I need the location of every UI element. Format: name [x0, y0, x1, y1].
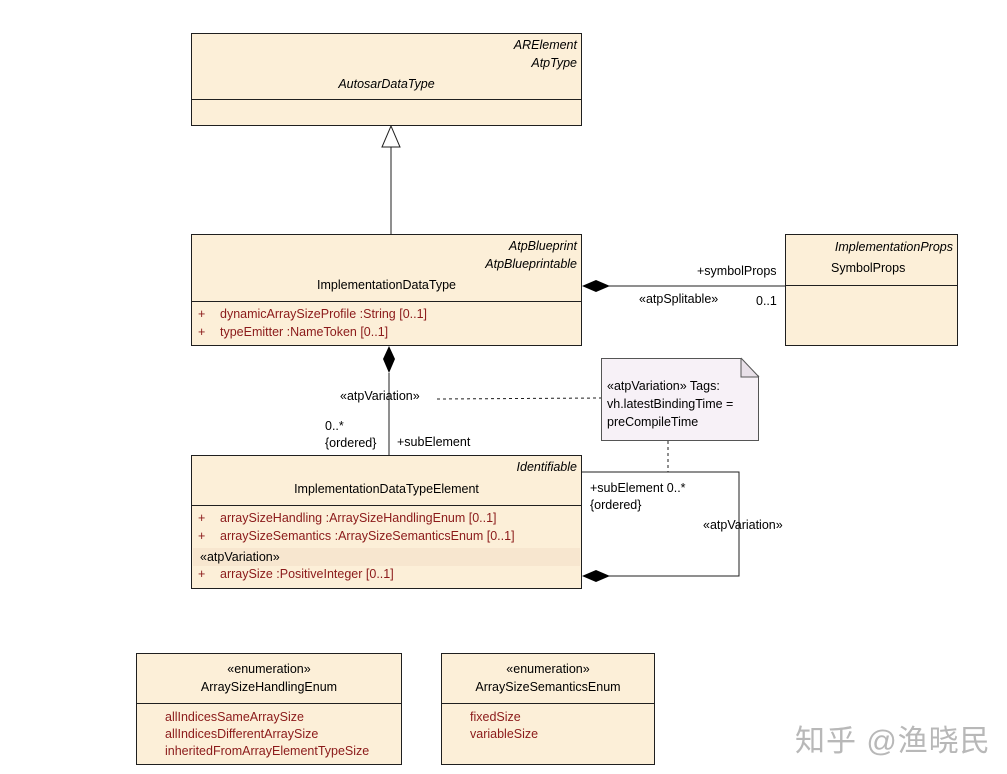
enum-name: ArraySizeSemanticsEnum — [475, 680, 621, 694]
class-name: AutosarDataType — [338, 77, 435, 91]
note-anchor-line-1 — [436, 397, 602, 400]
stereotype-identifiable: Identifiable — [516, 460, 577, 474]
stereotype-atptype: AtpType — [531, 56, 577, 70]
generalization-arrowhead — [381, 124, 401, 148]
atp-variation-label-2: «atpVariation» — [703, 518, 783, 532]
symbol-props-composition-diamond — [582, 280, 610, 292]
stereotype-atpblueprintable: AtpBlueprintable — [485, 257, 577, 271]
sub-element-multiplicity: 0..* — [325, 419, 344, 433]
attribute-row: +arraySize :PositiveInteger [0..1] — [198, 567, 394, 581]
self-sub-element-ordered: {ordered} — [590, 498, 642, 512]
class-symbol-props: ImplementationProps SymbolProps — [785, 234, 958, 346]
enum-array-size-handling: «enumeration» ArraySizeHandlingEnum allI… — [136, 653, 402, 765]
stereotype-atpblueprint: AtpBlueprint — [508, 239, 577, 253]
enum-literal: allIndicesSameArraySize — [165, 710, 304, 724]
sub-element-ordered: {ordered} — [325, 436, 377, 450]
self-sub-element-association — [582, 471, 740, 577]
atp-splitable-label: «atpSplitable» — [639, 292, 719, 306]
symbol-props-multiplicity: 0..1 — [756, 294, 777, 308]
enum-name: ArraySizeHandlingEnum — [200, 680, 338, 694]
class-name: ImplementationDataType — [317, 278, 456, 292]
watermark: 知乎 @渔晓民 — [795, 725, 991, 758]
class-autosar-data-type: ARElement AtpType AutosarDataType — [191, 33, 582, 126]
self-sub-element-role-label: +subElement 0..* — [590, 481, 686, 495]
symbol-props-role-label: +symbolProps — [697, 264, 777, 278]
note-line: «atpVariation» Tags: — [607, 379, 720, 393]
enum-stereotype: «enumeration» — [227, 662, 311, 676]
note-line: vh.latestBindingTime = — [607, 397, 734, 411]
atp-variation-label: «atpVariation» — [340, 389, 420, 403]
variation-stereotype: «atpVariation» — [200, 550, 280, 564]
attribute-row: +arraySizeSemantics :ArraySizeSemanticsE… — [198, 529, 515, 543]
class-name: ImplementationDataTypeElement — [294, 482, 479, 496]
attribute-row: +typeEmitter :NameToken [0..1] — [198, 325, 389, 339]
sub-element-role-label: +subElement — [397, 435, 471, 449]
class-implementation-data-type-element: Identifiable ImplementationDataTypeEleme… — [191, 455, 582, 589]
stereotype-implementation-props: ImplementationProps — [834, 240, 953, 254]
enum-literal: inheritedFromArrayElementTypeSize — [165, 744, 370, 758]
variation-note: «atpVariation» Tags: vh.latestBindingTim… — [601, 358, 759, 441]
sub-element-composition-diamond — [383, 346, 395, 373]
enum-literal: variableSize — [470, 727, 539, 741]
class-implementation-data-type: AtpBlueprint AtpBlueprintable Implementa… — [191, 234, 582, 346]
enum-stereotype: «enumeration» — [506, 662, 590, 676]
class-name: SymbolProps — [831, 261, 906, 275]
attribute-row: +dynamicArraySizeProfile :String [0..1] — [198, 307, 428, 321]
self-composition-diamond — [582, 570, 610, 582]
enum-literal: allIndicesDifferentArraySize — [165, 727, 319, 741]
enum-array-size-semantics: «enumeration» ArraySizeSemanticsEnum fix… — [441, 653, 655, 765]
variation-band — [193, 548, 580, 566]
note-line: preCompileTime — [607, 415, 699, 429]
enum-literal: fixedSize — [470, 710, 521, 724]
stereotype-arelement: ARElement — [513, 38, 577, 52]
attribute-row: +arraySizeHandling :ArraySizeHandlingEnu… — [198, 511, 497, 525]
